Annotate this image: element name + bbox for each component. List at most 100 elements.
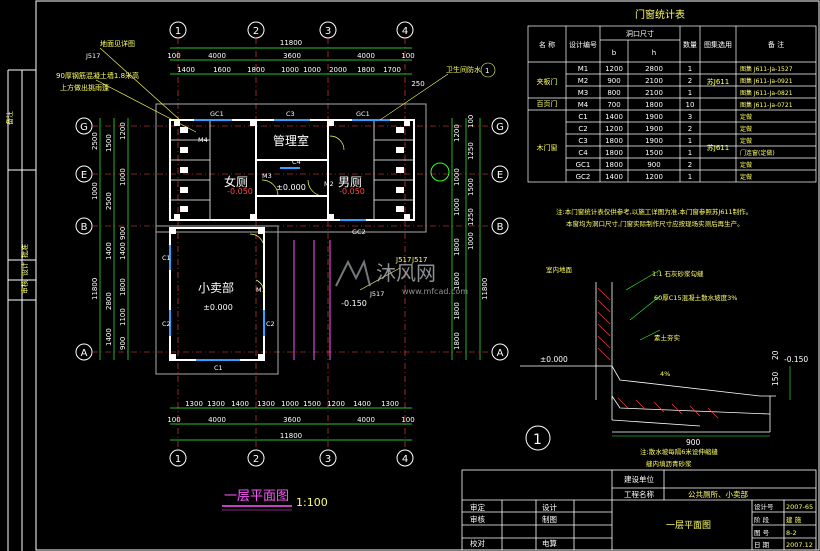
dim-left: 1200	[119, 122, 127, 140]
dim-right: 1800	[453, 272, 461, 290]
tag: C3	[286, 110, 295, 118]
dim-left: 1800	[119, 278, 127, 296]
tb-field: 阶 段	[754, 515, 770, 524]
dim-left: 900	[119, 337, 127, 350]
table-cell: M1	[578, 65, 589, 73]
dim-right-total: 11800	[481, 278, 489, 300]
table-note: 定做	[740, 173, 752, 181]
axis-label-left: B	[81, 222, 88, 233]
room-mens: 男厕	[338, 175, 362, 189]
room-shop: 小卖部	[198, 280, 234, 295]
table-cell: 900	[607, 77, 620, 85]
womens-stalls	[170, 120, 414, 220]
table-cell: 1900	[645, 137, 663, 145]
table-header: 图集选用	[704, 40, 732, 49]
annotation: 1	[485, 67, 489, 75]
table-cell: 1	[688, 89, 692, 97]
table-cell: 1400	[605, 113, 623, 121]
tb-role: 制图	[542, 514, 557, 524]
table-footnote: 本窗均为洞口尺寸,门窗实际制作尺寸应按现场实测后再生产。	[566, 219, 744, 228]
table-cell: 700	[607, 101, 620, 109]
dim-left: 1400	[105, 242, 113, 260]
bottom-dimensions: 1300 1300 1400 1300 1000 1500 1200 1400 …	[167, 400, 414, 440]
dim-right: 1000	[453, 168, 461, 186]
table-cell: 800	[607, 89, 620, 97]
dim-top: 1800	[247, 66, 265, 74]
table-cell: 1200	[605, 125, 623, 133]
table-subheader: h	[652, 49, 656, 57]
detail-dim: 20	[771, 350, 780, 360]
axis-label-top: 4	[402, 26, 408, 37]
table-title: 门窗统计表	[635, 8, 685, 21]
dim-bottom: 1500	[303, 400, 321, 408]
axis-label-right: A	[497, 348, 504, 359]
table-cell: 1500	[645, 149, 663, 157]
annotation: J517	[411, 256, 427, 264]
door-swings	[249, 135, 345, 297]
table-cell: 2100	[645, 89, 663, 97]
dim-top: 3600	[283, 52, 301, 60]
table-cell: C2	[578, 125, 587, 133]
table-group: 百页门	[537, 99, 558, 108]
tb-field: 日 期	[754, 541, 770, 549]
watermark-brand: 沐风网	[376, 261, 436, 285]
detail-label: 4%	[660, 370, 670, 378]
axis-label-right: B	[497, 222, 504, 233]
table-cell: 1	[688, 137, 692, 145]
table-cell: 1400	[605, 173, 623, 181]
table-cell: 2100	[645, 77, 663, 85]
dim-right: 1000	[467, 232, 475, 250]
top-dimensions: 11800 100 4000 3600 4000 100 1400 1600 1…	[167, 39, 424, 88]
room-womens: 女厕	[224, 174, 248, 189]
dim-left: 2500	[91, 132, 99, 150]
annotations: 地面见详图 90厚钢筋混凝土墙1.8米高 上方做出挑雨篷 卫生间防水 1 J51…	[56, 39, 489, 264]
dim-total-bottom: 11800	[280, 432, 302, 440]
detail-level: -0.150	[784, 355, 808, 364]
axis-label-left: G	[80, 122, 88, 133]
tag: J517	[369, 290, 384, 298]
table-cell: 1800	[605, 161, 623, 169]
title-block: 建设单位 工程名称 公共厕所、小卖部 一层平面图 审定 审核 校对 设计 制图 …	[461, 469, 817, 551]
right-dimensions: 1200 1000 1000 1800 1800 1800 1800 100 1…	[453, 115, 489, 350]
dim-top: 4000	[357, 52, 375, 60]
tag: C4	[292, 158, 301, 166]
table-cell: 1800	[645, 101, 663, 109]
dim-right: 1200	[453, 124, 461, 142]
table-header: 设计编号	[569, 40, 597, 49]
dim-top: 1700	[383, 66, 401, 74]
dim-bottom: 4000	[208, 416, 226, 424]
dim-bottom: 1300	[381, 400, 399, 408]
table-header: 洞口尺寸	[626, 29, 654, 38]
dim-left: 2800	[105, 292, 113, 310]
level-label: -0.150	[341, 299, 367, 308]
watermark-url: www.mfcad.com	[402, 287, 468, 296]
axis-label-top: 1	[175, 26, 181, 37]
tag: GC1	[210, 110, 224, 118]
table-cell: 1200	[605, 65, 623, 73]
tb-role: 校对	[470, 538, 485, 548]
dim-top: 1000	[303, 66, 321, 74]
dim-right: 1250	[467, 208, 475, 226]
dim-total-top: 11800	[280, 39, 302, 47]
dim-bottom: 1300	[207, 400, 225, 408]
component-tags: GC1 GC1 C3 GC2 C4 M3 M1 C2 C2 C1 C1 M4 M…	[85, 52, 384, 372]
table-cell: 1	[688, 65, 692, 73]
level-label: ±0.000	[203, 303, 233, 312]
tag: C1	[162, 254, 171, 262]
table-note: 图集 J611-Ja-1527	[740, 65, 793, 73]
table-cell: 1800	[605, 149, 623, 157]
strip-label: 设计	[20, 262, 29, 276]
table-note: 定做	[740, 161, 752, 169]
tb-field: 图 号	[754, 529, 770, 537]
tag: C1	[214, 364, 223, 372]
table-cell: 3	[688, 113, 692, 121]
axis-labels: 1 2 3 4 1 2 3 4 G E B A G E B A	[80, 26, 504, 465]
tb-label: 工程名称	[624, 489, 654, 499]
watermark-logo: 沐风网 www.mfcad.com	[335, 259, 468, 296]
left-strip: 备注 设计 审核 批准	[5, 111, 29, 294]
table-note: 定做	[740, 125, 752, 133]
annotation: 上方做出挑雨篷	[60, 83, 109, 92]
tag: M3	[262, 172, 272, 180]
section-marker	[430, 162, 450, 182]
